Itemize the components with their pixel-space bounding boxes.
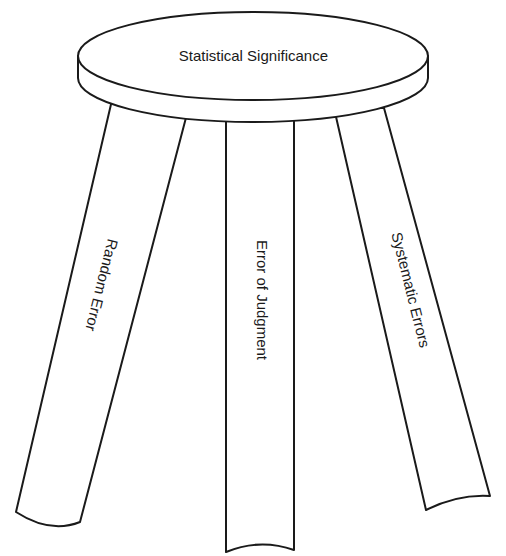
node-text: Statistical Significance xyxy=(178,47,328,65)
stool-leg xyxy=(16,100,188,526)
seat-top xyxy=(78,12,428,100)
seat-label: Statistical Significance xyxy=(174,45,332,67)
stool-leg xyxy=(226,108,294,552)
leg-label: Error of Judgment xyxy=(250,236,272,365)
stool-leg xyxy=(334,108,490,510)
node-text: Error of Judgment xyxy=(252,240,270,361)
